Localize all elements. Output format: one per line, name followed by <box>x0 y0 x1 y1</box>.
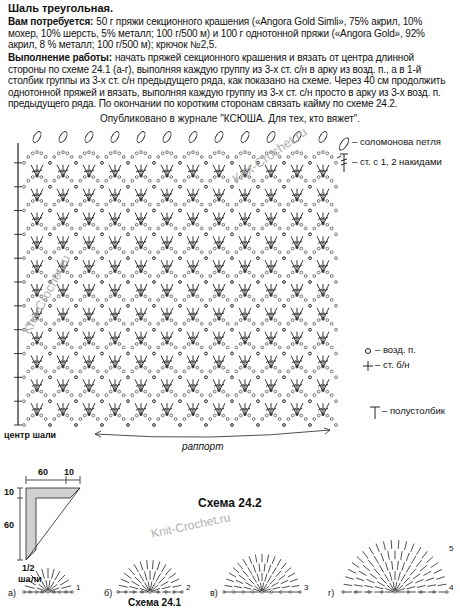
rapport-arrow <box>95 428 330 437</box>
legend-text: – возд. п. <box>375 345 416 356</box>
row-number: 1 <box>76 583 80 592</box>
legend-text: – ст. с 1, 2 накидами <box>352 157 442 168</box>
shawl-schematic <box>17 476 80 560</box>
dimension: 10 <box>64 467 74 477</box>
sub-chart-letter: в) <box>210 588 218 598</box>
sub-chart-letter: г) <box>328 588 334 598</box>
publication-note: Опубликовано в журнале "КСЮША. Для тех, … <box>0 113 460 125</box>
legend-text: – соломонова петля <box>352 137 441 148</box>
row-number: 4 <box>449 583 453 592</box>
rapport-label: раппорт <box>180 441 225 453</box>
solomon-loop-symbol <box>338 137 351 152</box>
dimension: 10 <box>4 487 14 497</box>
dimension: 60 <box>4 520 14 530</box>
sub-chart-letter: а) <box>8 588 16 598</box>
main-chart <box>14 130 337 426</box>
shawl-title: Шаль треугольная. <box>8 2 113 15</box>
row-number: 2 <box>186 583 190 592</box>
single-crochet-symbol <box>363 361 373 371</box>
fraction-label: шали <box>18 574 42 584</box>
section-heading: Выполнение работы: <box>8 52 112 63</box>
scheme-title: Схема 24.1 <box>128 597 181 609</box>
instructions-paragraph: Выполнение работы:начать пряжей секционн… <box>8 52 452 110</box>
row-number: 5 <box>449 544 453 553</box>
materials-paragraph: Вам потребуется:50 г пряжи секционного к… <box>8 16 452 51</box>
row-number: 3 <box>304 583 308 592</box>
sub-chart-letter: б) <box>104 588 112 598</box>
watermark: Knit-Crochet.ru <box>150 511 232 541</box>
fraction-label: 1/2 <box>22 563 35 573</box>
legend-text: – полустолбик <box>382 406 445 417</box>
centre-label: центр шали <box>4 430 56 440</box>
watermark: Knit-Crochet.ru <box>230 125 310 187</box>
scheme-title: Схема 24.2 <box>198 497 262 511</box>
section-heading: Вам потребуется: <box>8 16 93 27</box>
chain-symbol <box>366 349 371 354</box>
small-charts <box>23 540 449 593</box>
dimension: 60 <box>38 467 48 477</box>
legend-symbols <box>337 137 380 419</box>
double-crochet-symbol <box>337 154 348 172</box>
legend-text: – ст. б/н <box>375 360 410 371</box>
slip-stitch-symbol <box>370 407 380 419</box>
